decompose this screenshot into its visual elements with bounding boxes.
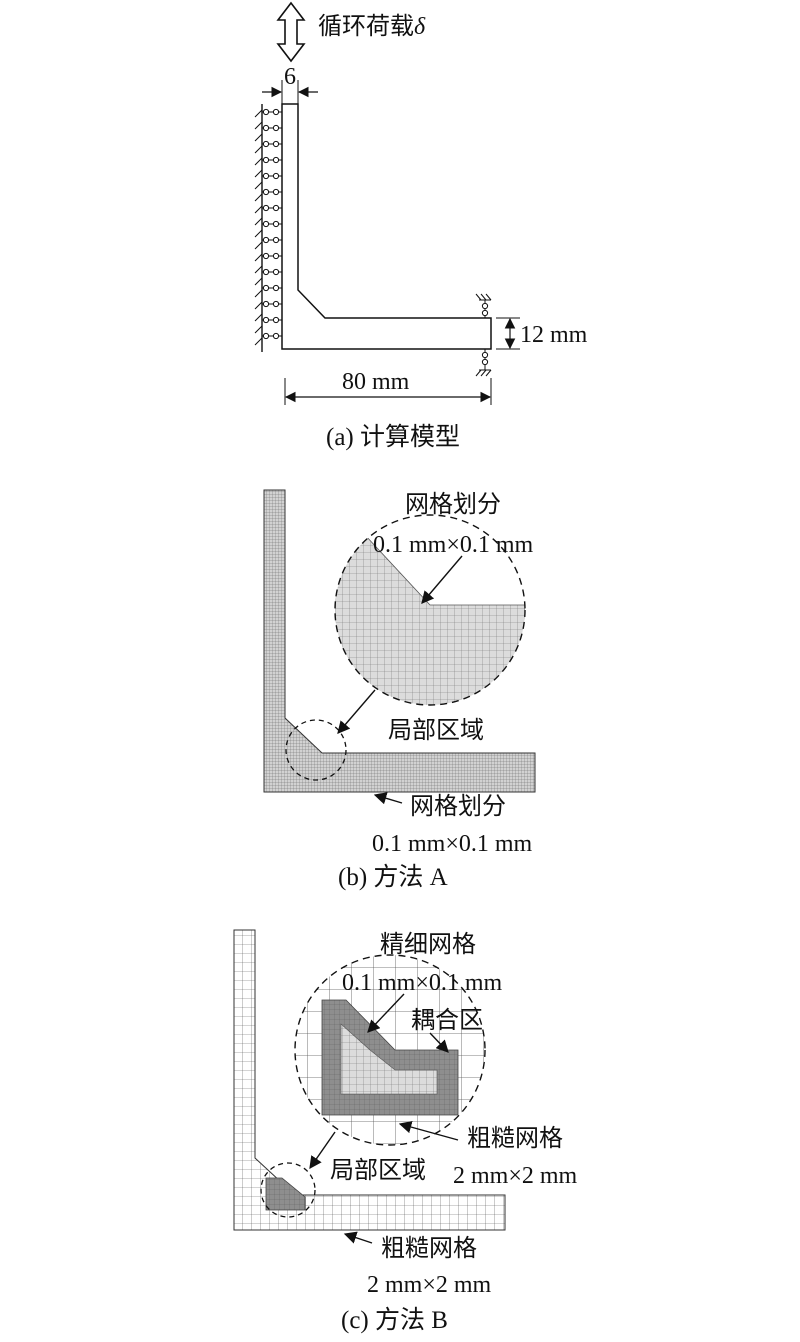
panel-b: 网格划分 0.1 mm×0.1 mm 局部区域 网格划分 0.1 mm×0.1 … <box>263 489 536 891</box>
length-label: 80 mm <box>342 369 410 395</box>
coarse-arrow-bottom <box>343 1231 373 1244</box>
right-end-supports <box>475 293 492 377</box>
coarse-size-bottom: 2 mm×2 mm <box>367 1272 492 1298</box>
local-region-arrow <box>337 689 376 734</box>
mesh-size-top: 0.1 mm×0.1 mm <box>373 532 534 558</box>
coupling-label: 耦合区 <box>411 1007 483 1034</box>
caption-a: (a) 计算模型 <box>326 423 460 451</box>
fine-mesh-size: 0.1 mm×0.1 mm <box>342 970 503 996</box>
panel-a: 循环荷载 δ 6 <box>254 1 588 451</box>
panel-c: 精细网格 0.1 mm×0.1 mm 耦合区 粗糙网格 2 mm×2 mm 局部… <box>233 929 578 1334</box>
mesh-arrow-top <box>421 555 463 604</box>
mesh-title-bottom: 网格划分 <box>410 793 506 820</box>
coarse-mesh-bracket <box>233 929 506 1231</box>
l-bracket-outline <box>281 103 492 350</box>
fine-mesh-bracket <box>263 489 536 793</box>
mesh-title-top: 网格划分 <box>405 491 501 518</box>
fine-region-small <box>265 1177 306 1211</box>
fixed-wall-support <box>254 104 282 352</box>
cyclic-load-arrow-icon <box>276 1 306 63</box>
thickness-label: 6 <box>284 64 296 90</box>
coarse-title-bottom: 粗糙网格 <box>381 1235 477 1262</box>
caption-b: (b) 方法 A <box>338 863 448 891</box>
caption-c: (c) 方法 B <box>341 1306 448 1334</box>
coupling-arrow <box>429 1032 449 1053</box>
zoom-detail-b <box>294 954 486 1146</box>
load-label: 循环荷载 <box>318 13 414 40</box>
coarse-title-inner: 粗糙网格 <box>467 1125 563 1152</box>
local-region-label-c: 局部区域 <box>330 1157 426 1184</box>
fine-mesh-arrow <box>367 993 405 1033</box>
mesh-size-bottom: 0.1 mm×0.1 mm <box>372 831 533 857</box>
coarse-arrow-inner <box>398 1120 459 1141</box>
local-region-circle <box>285 719 347 781</box>
local-region-circle-c <box>260 1162 316 1218</box>
local-region-arrow-c <box>309 1131 336 1170</box>
height-label: 12 mm <box>520 322 588 348</box>
fine-mesh-title: 精细网格 <box>380 931 476 958</box>
mesh-arrow-bottom <box>373 792 403 805</box>
delta-symbol: δ <box>414 14 426 40</box>
local-region-label: 局部区域 <box>388 717 484 744</box>
coarse-size-inner: 2 mm×2 mm <box>453 1163 578 1189</box>
